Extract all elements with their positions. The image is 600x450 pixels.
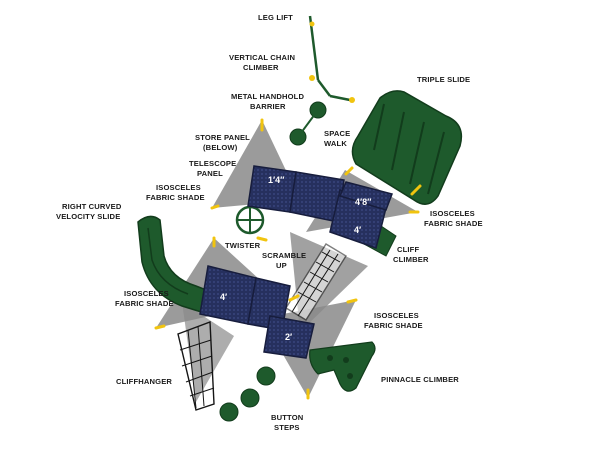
twister (235, 205, 265, 235)
vertical-chain-climber (308, 15, 355, 103)
deck-label-a: 1′4″ (268, 175, 285, 185)
label-twister: TWISTER (225, 241, 261, 250)
label-telescope-panel-1: TELESCOPE (189, 159, 236, 168)
label-space-walk-1: SPACE (324, 129, 350, 138)
label-vertical-chain-climber-2: CLIMBER (243, 63, 279, 72)
label-cliff-climber-1: CLIFF (397, 245, 419, 254)
label-pinnacle-climber: PINNACLE CLIMBER (381, 375, 459, 384)
label-right-curved-velocity-slide-1: RIGHT CURVED (62, 202, 122, 211)
label-isosceles-shade-left-2: FABRIC SHADE (146, 193, 205, 202)
posts (154, 118, 422, 400)
label-isosceles-shade-right-top-1: ISOSCELES (430, 209, 475, 218)
label-isosceles-shade-right-bottom-1: ISOSCELES (374, 311, 419, 320)
label-right-curved-velocity-slide-2: VELOCITY SLIDE (56, 212, 120, 221)
space-walk (289, 101, 327, 146)
label-isosceles-shade-right-top-2: FABRIC SHADE (424, 219, 483, 228)
label-button-steps-2: STEPS (274, 423, 300, 432)
deck-upper-left (247, 165, 297, 213)
label-scramble-up-1: SCRAMBLE (262, 251, 306, 260)
label-scramble-up-2: UP (276, 261, 287, 270)
right-curved-velocity-slide (137, 215, 223, 317)
deck-label-d: 4′ (220, 292, 227, 302)
label-cliff-climber-2: CLIMBER (393, 255, 429, 264)
deck-label-c: 4′ (354, 225, 361, 235)
triple-slide (351, 90, 463, 205)
label-metal-handhold-barrier-2: BARRIER (250, 102, 286, 111)
label-store-panel-2: (BELOW) (203, 143, 238, 152)
deck-lower (263, 315, 315, 359)
pinnacle-climber (309, 341, 376, 392)
label-isosceles-shade-right-bottom-2: FABRIC SHADE (364, 321, 423, 330)
deck-label-b: 4′8″ (355, 197, 372, 207)
label-leg-lift: LEG LIFT (258, 13, 293, 22)
label-vertical-chain-climber-1: VERTICAL CHAIN (229, 53, 295, 62)
button-steps (219, 366, 276, 422)
label-isosceles-shade-left-bottom-1: ISOSCELES (124, 289, 169, 298)
label-triple-slide: TRIPLE SLIDE (417, 75, 470, 84)
scramble-up (285, 243, 347, 321)
label-metal-handhold-barrier-1: METAL HANDHOLD (231, 92, 304, 101)
label-cliffhanger: CLIFFHANGER (116, 377, 172, 386)
label-telescope-panel-2: PANEL (197, 169, 223, 178)
deck-top-right (338, 181, 393, 211)
label-isosceles-shade-left-bottom-2: FABRIC SHADE (115, 299, 174, 308)
deck-label-e: 2′ (285, 332, 292, 342)
cliffhanger (177, 321, 215, 411)
decks (199, 165, 393, 359)
callouts: LEG LIFT VERTICAL CHAIN CLIMBER METAL HA… (56, 13, 483, 432)
label-space-walk-2: WALK (324, 139, 347, 148)
label-store-panel-1: STORE PANEL (195, 133, 250, 142)
label-button-steps-1: BUTTON (271, 413, 303, 422)
label-isosceles-shade-left-1: ISOSCELES (156, 183, 201, 192)
